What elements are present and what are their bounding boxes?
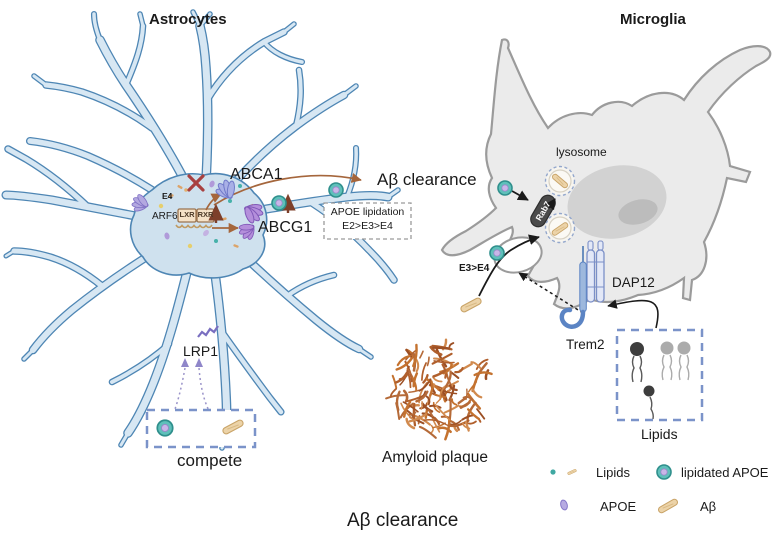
legend-lipid-dot-tan-icon	[567, 468, 577, 476]
legend-lipids-label: Lipids	[596, 465, 630, 480]
lipidated-apoe-icon	[497, 180, 513, 196]
apoe-lipidation-box	[323, 202, 412, 240]
abeta-icon	[459, 296, 483, 314]
lipids-box	[615, 328, 704, 422]
lrp1-receptor-icon	[197, 325, 219, 338]
e3e4-label: E3>E4	[459, 263, 490, 274]
dap12-label: DAP12	[612, 275, 655, 290]
compete-arrowhead	[195, 358, 203, 367]
amyloid-plaque	[385, 338, 493, 441]
abcg1-label: ABCG1	[258, 219, 313, 236]
apoe-lipidation-label: APOE lipidation	[330, 206, 405, 218]
upregulation-arrows	[208, 193, 296, 223]
microglia-title: Microglia	[620, 11, 686, 28]
trem2-label: Trem2	[566, 337, 605, 352]
legend-apoe-label: APOE	[600, 499, 637, 514]
ab-clearance-bottom-label: Aβ clearance	[347, 510, 459, 531]
legend-lipid-dot-teal-icon	[550, 469, 556, 475]
astrocyte-cell-body	[129, 172, 268, 279]
inhibition-x-icon	[187, 174, 205, 192]
legend-lipidated-apoe-label: lipidated APOE	[681, 465, 769, 480]
legend-abeta-icon	[656, 497, 680, 515]
arf6-label: ARF6	[152, 211, 178, 222]
lipidated-apoe-icon	[328, 182, 344, 198]
lipidated-apoe-icon	[271, 195, 287, 211]
compete-arrowhead	[181, 358, 189, 367]
abca1-label: ABCA1	[230, 166, 283, 183]
lipidated-apoe-icon	[489, 245, 505, 261]
ab-clearance-top-label: Aβ clearance	[377, 170, 477, 189]
trem2-receptor-icon	[559, 246, 587, 329]
lxr-label: LXR	[179, 210, 195, 219]
microglia-nucleolus	[618, 199, 658, 225]
lysosome-label: lysosome	[556, 145, 607, 159]
compete-label: compete	[177, 451, 243, 470]
rxr-label: RXR	[197, 210, 214, 219]
legend-lipidated-apoe-icon	[656, 464, 672, 480]
amyloid-plaque-label: Amyloid plaque	[382, 449, 488, 466]
dap12-receptor-icon	[586, 240, 605, 303]
legend-abeta-label: Aβ	[700, 499, 717, 514]
lrp1-label: LRP1	[183, 343, 219, 359]
legend-apoe-icon	[560, 499, 568, 511]
lipidated-apoe-icon	[156, 419, 174, 437]
microglia-arrows	[478, 190, 659, 329]
e4-label: E4	[162, 191, 173, 201]
microglia-bay	[493, 236, 543, 274]
astrocytes-title: Astrocytes	[149, 11, 227, 28]
apoe-lipidation-order-label: E2>E3>E4	[342, 220, 393, 232]
lipids-box-label: Lipids	[641, 426, 678, 442]
